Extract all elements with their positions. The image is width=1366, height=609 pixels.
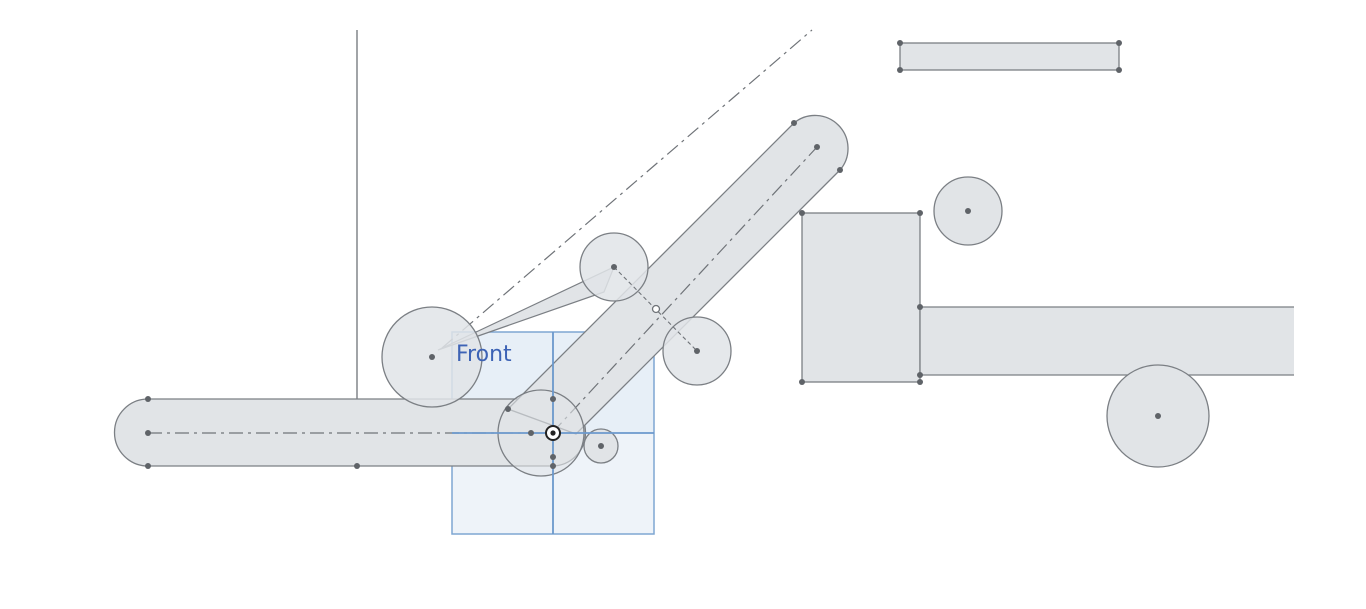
sketch-point[interactable] [897, 40, 903, 46]
sketch-point[interactable] [611, 264, 617, 270]
sketch-point[interactable] [1116, 40, 1122, 46]
diagonal-slot-body[interactable] [506, 114, 849, 435]
sketch-point[interactable] [429, 354, 435, 360]
diagonal-construction-line[interactable] [441, 29, 813, 349]
sketch-points[interactable] [145, 40, 1161, 469]
sketch-point[interactable] [897, 67, 903, 73]
sketch-point[interactable] [528, 430, 534, 436]
sketch-point[interactable] [799, 379, 805, 385]
origin-center-dot [550, 430, 556, 436]
sketch-point[interactable] [598, 443, 604, 449]
sketch-point[interactable] [550, 396, 556, 402]
sketch-point[interactable] [1155, 413, 1161, 419]
sketch-point[interactable] [145, 430, 151, 436]
sketch-point[interactable] [917, 304, 923, 310]
sketch-point[interactable] [694, 348, 700, 354]
sketch-point[interactable] [145, 396, 151, 402]
sketch-point[interactable] [814, 144, 820, 150]
sketch-point[interactable] [917, 379, 923, 385]
sketch-point[interactable] [550, 463, 556, 469]
sketch-point[interactable] [791, 120, 797, 126]
sketch-point[interactable] [917, 210, 923, 216]
long-bar-rectangle[interactable] [919, 306, 1294, 376]
link-midpoint[interactable] [651, 304, 661, 314]
block-rectangle[interactable] [801, 212, 921, 383]
front-plane-label[interactable]: Front [456, 342, 512, 367]
origin-point-icon[interactable] [545, 425, 561, 441]
sketch-point[interactable] [354, 463, 360, 469]
top-bar-rectangle[interactable] [899, 42, 1120, 71]
sketch-point[interactable] [837, 167, 843, 173]
diagonal-slot-centerline[interactable] [551, 146, 818, 434]
sketch-point[interactable] [550, 454, 556, 460]
sketch-point[interactable] [965, 208, 971, 214]
sketch-point[interactable] [1116, 67, 1122, 73]
sketch-point[interactable] [917, 372, 923, 378]
sketch-point[interactable] [505, 406, 511, 412]
sketch-point[interactable] [799, 210, 805, 216]
diagonal-slot[interactable] [506, 114, 849, 435]
sketch-point[interactable] [145, 463, 151, 469]
